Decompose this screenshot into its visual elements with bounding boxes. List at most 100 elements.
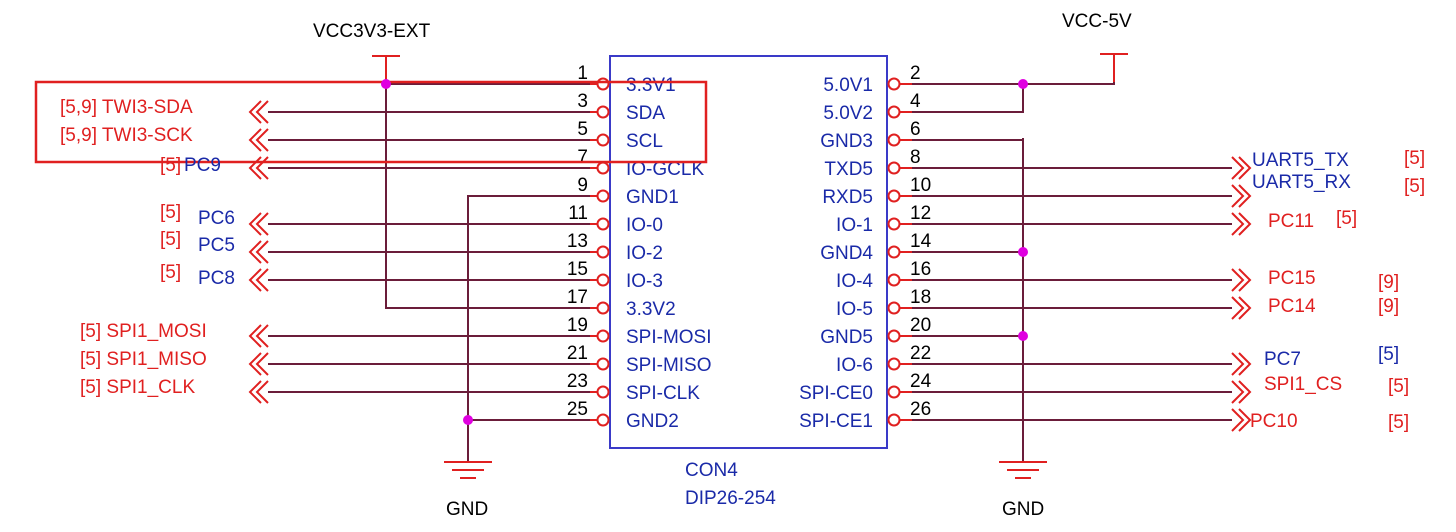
flag-pc8-b	[248, 268, 262, 292]
flag-pc11-b	[1238, 212, 1252, 236]
net-ref-pc6: [5]	[160, 202, 181, 223]
pin-number-4: 4	[910, 91, 921, 112]
pin-number-1: 1	[577, 63, 588, 84]
net-ref-spi1-cs: [5]	[1388, 376, 1409, 397]
pin-number-8: 8	[910, 147, 921, 168]
flag-spi1-cs-b	[1238, 380, 1252, 404]
flag-pc10-b	[1238, 408, 1252, 432]
pin-name-22: IO-6	[836, 355, 873, 376]
net-ref-pc5: [5]	[160, 229, 181, 250]
flag-twi3-sda-b	[248, 100, 262, 124]
pin-number-5: 5	[577, 119, 588, 140]
flag-uart5-tx-a	[1231, 156, 1245, 180]
wire-vcc5v-pin4	[912, 84, 1024, 113]
junction-gnd-pin20	[1018, 331, 1028, 341]
pin-name-1: 3.3V1	[626, 75, 676, 96]
flag-uart5-rx-a	[1231, 184, 1245, 208]
net-ref-pc8: [5]	[160, 262, 181, 283]
pin-bubble-right-8	[887, 161, 901, 175]
flag-spi1-mosi-a	[255, 324, 269, 348]
flag-pc10-a	[1231, 408, 1245, 432]
net-ref-pc14: [9]	[1378, 296, 1399, 317]
flag-pc9-a	[255, 156, 269, 180]
pin-name-6: GND3	[820, 131, 873, 152]
pin-name-12: IO-1	[836, 215, 873, 236]
wires	[268, 82, 1232, 421]
flag-spi1-clk-a	[255, 380, 269, 404]
pin-name-13: IO-2	[626, 243, 663, 264]
pin-bubble-right-4	[887, 105, 901, 119]
pin-name-17: 3.3V2	[626, 299, 676, 320]
pin-number-26: 26	[910, 399, 931, 420]
pin-number-15: 15	[567, 259, 588, 280]
net-label-pc11: PC11	[1268, 211, 1314, 232]
pin-bubble-right-10	[887, 189, 901, 203]
pin-bubble-left-13	[596, 245, 610, 259]
junction-gnd-pin25	[463, 415, 473, 425]
pin-number-11: 11	[568, 203, 588, 224]
junction-vcc3v3	[381, 79, 391, 89]
pin-number-13: 13	[567, 231, 588, 252]
net-ref-pc10: [5]	[1388, 412, 1409, 433]
connector-body	[609, 55, 888, 449]
pin-name-10: RXD5	[822, 187, 873, 208]
gnd-left-symbol: GND	[444, 420, 492, 520]
pin-bubble-right-22	[887, 357, 901, 371]
pin-name-25: GND2	[626, 411, 679, 432]
pin-bubble-right-20	[887, 329, 901, 343]
pin-name-24: SPI-CE0	[799, 383, 873, 404]
pin-bubble-right-6	[887, 133, 901, 147]
gnd-right-symbol: GND	[999, 138, 1047, 520]
net-ref-uart5-rx: [5]	[1404, 176, 1425, 197]
pin-number-14: 14	[910, 231, 932, 252]
net-label-pc15: PC15	[1268, 268, 1316, 289]
junctions	[381, 79, 1028, 425]
flag-spi1-miso-a	[255, 352, 269, 376]
pin-number-10: 10	[910, 175, 931, 196]
vcc3v3-label: VCC3V3-EXT	[313, 21, 431, 42]
pin-bubble-left-11	[596, 217, 610, 231]
pin-name-23: SPI-CLK	[626, 383, 700, 404]
flag-pc15-b	[1238, 268, 1252, 292]
net-ref-pc9: [5]	[160, 155, 181, 176]
pin-name-20: GND5	[820, 327, 873, 348]
net-label-spi1-miso: [5] SPI1_MISO	[80, 349, 207, 370]
pin-number-22: 22	[910, 343, 931, 364]
flag-pc7-a	[1231, 352, 1245, 376]
flag-twi3-sda-a	[255, 100, 269, 124]
flag-pc6-b	[248, 212, 262, 236]
pin-bubble-left-3	[596, 105, 610, 119]
gnd-right-label: GND	[1002, 499, 1044, 520]
pin-bubble-left-17	[596, 301, 610, 315]
pin-number-17: 17	[567, 287, 588, 308]
pin-name-16: IO-4	[836, 271, 873, 292]
flag-spi1-clk-b	[248, 380, 262, 404]
net-label-uart5-tx: UART5_TX	[1252, 150, 1349, 171]
flag-pc5-b	[248, 240, 262, 264]
net-label-pc9: PC9	[184, 155, 221, 176]
pin-name-2: 5.0V1	[823, 75, 873, 96]
flag-uart5-rx-b	[1238, 184, 1252, 208]
pin-number-20: 20	[910, 315, 931, 336]
pin-name-14: GND4	[820, 243, 873, 264]
wire-gnd-left	[467, 195, 590, 421]
connector-footprint: DIP26-254	[685, 488, 776, 509]
net-label-twi3-sck: [5,9] TWI3-SCK	[60, 125, 193, 146]
gnd-left-label: GND	[446, 499, 488, 520]
net-label-pc10: PC10	[1250, 411, 1298, 432]
pin-name-11: IO-0	[626, 215, 663, 236]
pin-name-15: IO-3	[626, 271, 663, 292]
pin-bubble-right-24	[887, 385, 901, 399]
pin-name-21: SPI-MISO	[626, 355, 712, 376]
pin-number-2: 2	[910, 63, 921, 84]
pin-number-6: 6	[910, 119, 921, 140]
pin-bubble-right-2	[887, 77, 901, 91]
flag-pc8-a	[255, 268, 269, 292]
net-label-twi3-sda: [5,9] TWI3-SDA	[60, 97, 193, 118]
net-ref-pc7: [5]	[1378, 344, 1399, 365]
pin-number-12: 12	[910, 203, 931, 224]
flag-pc6-a	[255, 212, 269, 236]
vcc3v3-symbol: VCC3V3-EXT	[313, 21, 431, 84]
pin-bubble-left-25	[596, 413, 610, 427]
